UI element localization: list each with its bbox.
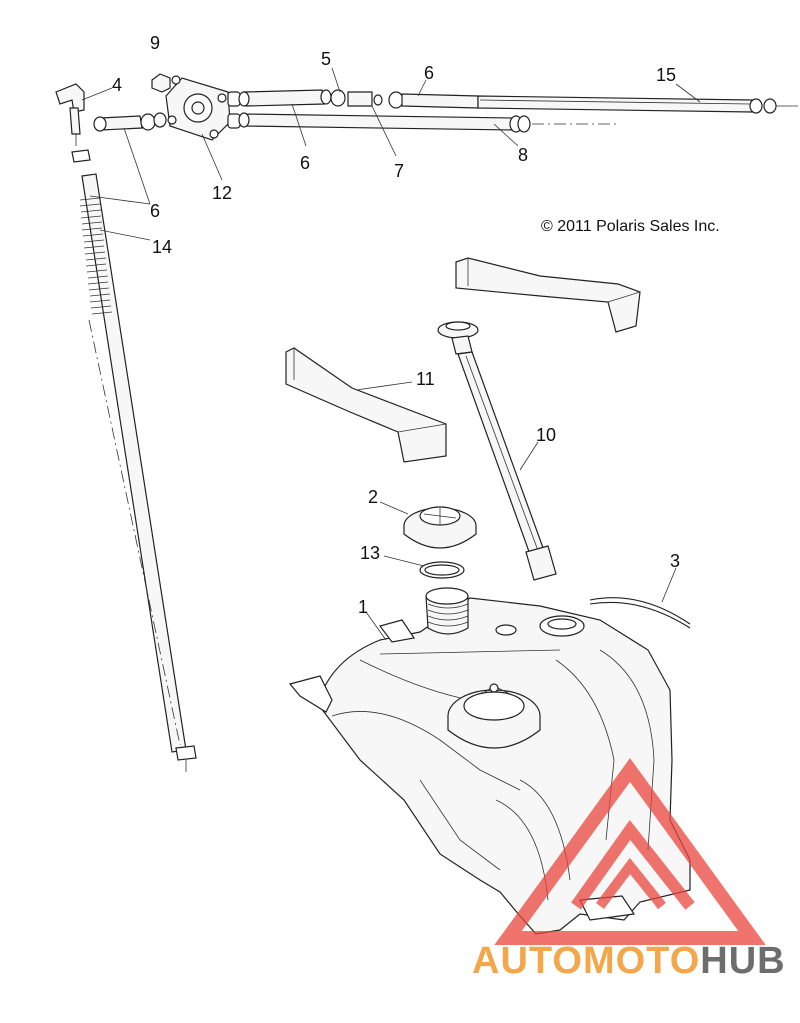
callout-14: 14 xyxy=(152,237,173,257)
watermark-logo-triangle xyxy=(494,758,766,945)
watermark-text-part1: AUTOMOTO xyxy=(472,940,701,982)
watermark-text-part2: HUB xyxy=(700,940,786,982)
vent-hose-short xyxy=(589,597,691,629)
callout-4: 4 xyxy=(112,75,123,95)
callout-5: 5 xyxy=(321,49,332,69)
fuel-line-top-left xyxy=(93,112,167,132)
fuel-fitting-elbow xyxy=(55,83,85,146)
watermark-logo-text: AUTOMOTOHUB xyxy=(472,940,786,983)
vent-line-long xyxy=(477,95,798,114)
fuel-line-return xyxy=(238,112,620,133)
callout-6-left: 6 xyxy=(150,201,161,221)
callout-1: 1 xyxy=(358,597,369,617)
fuel-level-sender xyxy=(437,321,557,581)
callout-13: 13 xyxy=(360,543,381,563)
hose-clamp-upper xyxy=(71,149,91,163)
callout-6-top: 6 xyxy=(424,63,435,83)
callout-11: 11 xyxy=(416,369,435,389)
fuel-tank xyxy=(288,587,691,935)
copyright-text: 2011 Polaris Sales Inc. xyxy=(557,218,720,235)
fuel-line-top-right xyxy=(401,93,479,109)
callout-7: 7 xyxy=(394,161,405,181)
cap-seal-ring xyxy=(419,561,465,579)
callout-8: 8 xyxy=(518,145,529,165)
callout-12: 12 xyxy=(212,183,233,203)
fuel-hose-long xyxy=(79,173,187,753)
fuel-line-top-middle xyxy=(238,89,332,107)
fuel-cap xyxy=(403,506,477,549)
callout-2: 2 xyxy=(368,487,379,507)
nut xyxy=(151,73,171,93)
fuel-filter-fitting xyxy=(330,89,404,109)
callout-10: 10 xyxy=(536,425,557,445)
callout-9: 9 xyxy=(150,33,161,53)
callout-3: 3 xyxy=(670,551,681,571)
callout-leader-lines xyxy=(81,67,701,641)
tank-pad-left xyxy=(285,347,447,463)
callout-6-middle: 6 xyxy=(300,153,311,173)
copyright-symbol-icon: © xyxy=(541,218,553,235)
copyright-notice: © 2011 Polaris Sales Inc. xyxy=(541,218,720,236)
callout-15: 15 xyxy=(656,65,677,85)
fuel-shutoff-valve xyxy=(165,75,241,141)
tank-pad-right xyxy=(455,257,641,333)
hose-clamp-lower xyxy=(175,745,197,772)
